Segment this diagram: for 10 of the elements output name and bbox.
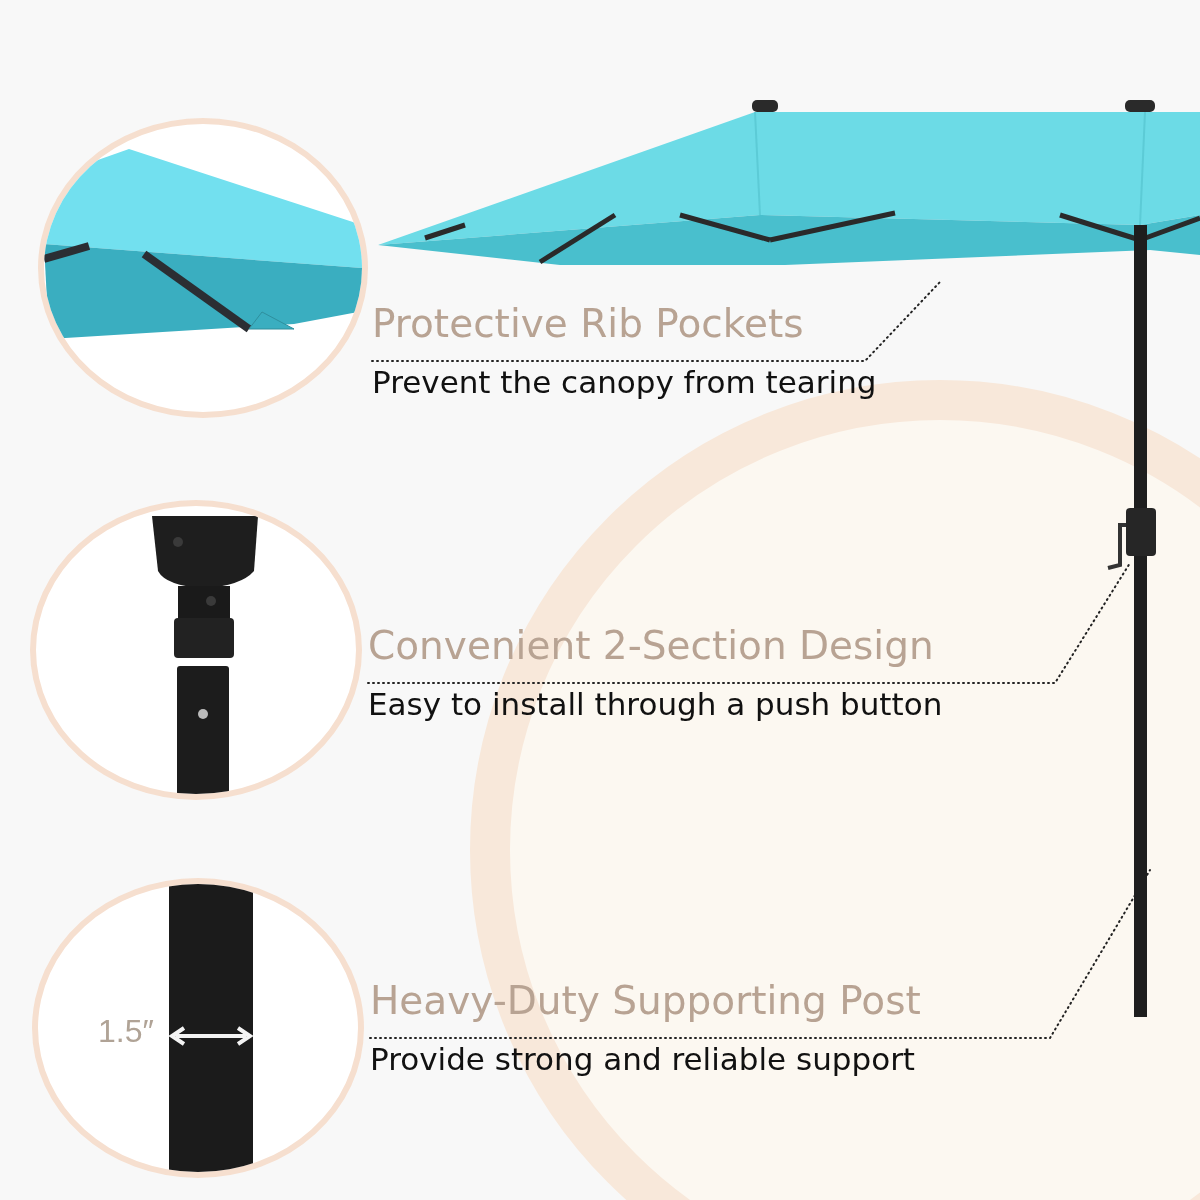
feature-heading: Protective Rib Pockets	[372, 300, 804, 348]
feature-description: Prevent the canopy from tearing	[372, 363, 877, 402]
leader-line	[369, 869, 1151, 1039]
feature-description: Provide strong and reliable support	[370, 1040, 916, 1079]
feature-heading: Heavy-Duty Supporting Post	[370, 977, 921, 1025]
leader-line	[371, 281, 941, 362]
leader-line	[367, 562, 1131, 684]
feature-heading: Convenient 2-Section Design	[368, 622, 934, 670]
feature-description: Easy to install through a push button	[368, 685, 943, 724]
dimension-label: 1.5″	[98, 1013, 154, 1050]
